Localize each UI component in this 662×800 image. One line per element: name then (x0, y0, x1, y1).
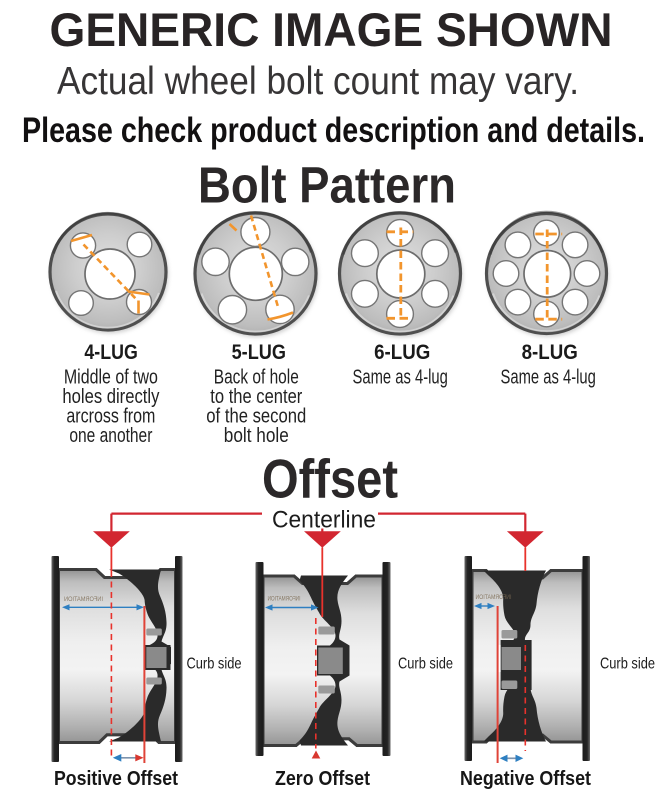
svg-text:of the second: of the second (206, 406, 306, 428)
svg-text:INFORMATION: INFORMATION (475, 594, 511, 601)
svg-text:5-LUG: 5-LUG (232, 340, 286, 364)
svg-text:arcross from: arcross from (66, 406, 155, 428)
svg-text:holes directly: holes directly (62, 386, 159, 408)
svg-text:INFORMATION: INFORMATION (64, 596, 103, 603)
svg-text:to the center: to the center (210, 386, 302, 408)
svg-text:Actual wheel bolt count may va: Actual wheel bolt count may vary. (57, 60, 579, 103)
svg-text:Middle of two: Middle of two (64, 367, 158, 389)
svg-text:Centerline: Centerline (272, 507, 376, 534)
svg-text:Same as 4-lug: Same as 4-lug (353, 367, 448, 389)
svg-text:GENERIC IMAGE SHOWN: GENERIC IMAGE SHOWN (50, 3, 613, 56)
svg-text:INFORMATION: INFORMATION (267, 596, 300, 603)
svg-text:Curb side: Curb side (398, 655, 453, 672)
svg-text:Negative Offset: Negative Offset (460, 768, 591, 790)
svg-text:Curb side: Curb side (187, 655, 242, 672)
svg-text:one another: one another (69, 425, 152, 447)
svg-text:Bolt Pattern: Bolt Pattern (198, 156, 456, 213)
svg-text:Zero Offset: Zero Offset (275, 768, 370, 790)
svg-text:Back of hole: Back of hole (214, 367, 299, 389)
svg-text:Positive Offset: Positive Offset (54, 768, 178, 790)
svg-text:8-LUG: 8-LUG (522, 340, 578, 364)
svg-text:bolt hole: bolt hole (224, 425, 289, 447)
svg-text:Same as 4-lug: Same as 4-lug (501, 367, 596, 389)
svg-text:4-LUG: 4-LUG (84, 340, 137, 364)
svg-text:6-LUG: 6-LUG (374, 340, 430, 364)
svg-text:Please check product descripti: Please check product description and det… (22, 111, 645, 150)
svg-text:Curb side: Curb side (600, 655, 655, 672)
svg-text:Offset: Offset (262, 448, 398, 510)
